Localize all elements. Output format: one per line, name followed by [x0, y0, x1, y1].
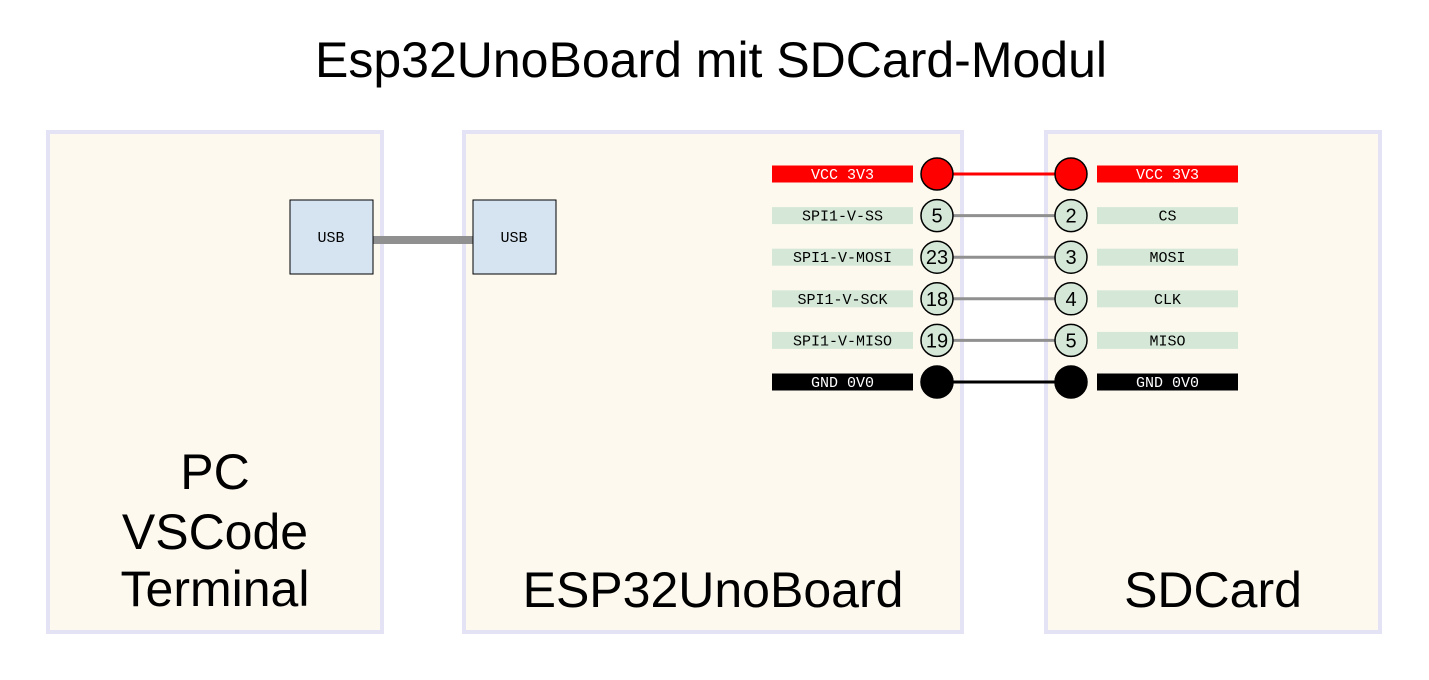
- pc-usb-label: USB: [317, 230, 344, 247]
- sdcard-pin-number-2: 3: [1065, 247, 1076, 269]
- esp32-pin-label-box-0: [772, 165, 913, 183]
- esp32-usb-label: USB: [500, 230, 527, 247]
- connection-row-3: SPI1-V-SCK CLK 18 4: [772, 282, 1238, 316]
- esp32-pin-number-1: 5: [931, 206, 942, 228]
- esp32-pin-label-4: SPI1-V-MISO: [793, 333, 892, 350]
- sdcard-pin-label-box-2: [1097, 248, 1238, 266]
- sdcard-pin-label-2: MOSI: [1149, 250, 1185, 267]
- esp32-pin-label-box-5: [772, 373, 913, 391]
- sdcard-pin-label-0: VCC 3V3: [1136, 167, 1199, 184]
- esp32-pin-label-box-2: [772, 248, 913, 266]
- sdcard-pin-label-box-4: [1097, 331, 1238, 349]
- connection-row-4: SPI1-V-MISO MISO 19 5: [772, 323, 1238, 358]
- sdcard-pin-3: [1054, 282, 1088, 316]
- sdcard-pin-5: [1054, 365, 1088, 399]
- sdcard-pin-label-box-0: [1097, 165, 1238, 183]
- sdcard-pin-label-box-3: [1097, 290, 1238, 308]
- esp32-pin-3: [920, 282, 954, 316]
- esp32-pin-label-box-3: [772, 290, 913, 308]
- pc-label-line-3: Terminal: [121, 561, 310, 617]
- sdcard-pin-number-4: 5: [1065, 330, 1076, 352]
- esp32-pin-label-3: SPI1-V-SCK: [797, 292, 887, 309]
- esp32-pin-number-3: 18: [926, 289, 948, 311]
- esp32-pin-label-1: SPI1-V-SS: [802, 209, 883, 226]
- sdcard-pin-label-4: MISO: [1149, 333, 1185, 350]
- pc-label-line-1: PC: [180, 444, 249, 500]
- esp32-pin-2: [920, 240, 954, 274]
- sdcard-pin-1: [1054, 198, 1088, 233]
- sdcard-pin-number-1: 2: [1065, 206, 1076, 228]
- connection-row-0: VCC 3V3 VCC 3V3: [772, 157, 1238, 191]
- sdcard-pin-label-5: GND 0V0: [1136, 375, 1199, 392]
- esp32-pin-label-5: GND 0V0: [811, 375, 874, 392]
- sdcard-label: SDCard: [1124, 562, 1302, 618]
- sdcard-pin-4: [1054, 323, 1088, 358]
- pc-usb-port: USB: [289, 199, 374, 275]
- sdcard-pin-label-1: CS: [1158, 209, 1176, 226]
- sdcard-pin-label-box-5: [1097, 373, 1238, 391]
- connection-row-5: GND 0V0 GND 0V0: [772, 365, 1238, 399]
- sdcard-pin-label-3: CLK: [1154, 292, 1181, 309]
- sdcard-pin-0: [1054, 157, 1088, 191]
- esp32-pin-number-4: 19: [926, 330, 948, 352]
- esp32-usb-port: USB: [472, 199, 557, 275]
- esp32-pin-number-2: 23: [926, 247, 948, 269]
- sdcard-pin-number-3: 4: [1065, 289, 1076, 311]
- esp32-pin-1: [920, 198, 954, 233]
- esp32-pin-label-box-1: [772, 207, 913, 225]
- connection-row-1: SPI1-V-SS CS 5 2: [772, 198, 1238, 233]
- esp32-pin-label-2: SPI1-V-MOSI: [793, 250, 892, 267]
- connection-row-2: SPI1-V-MOSI MOSI 23 3: [772, 240, 1238, 274]
- diagram-title: Esp32UnoBoard mit SDCard-Modul: [315, 32, 1107, 88]
- esp32-pin-0: [920, 157, 954, 191]
- esp32-pin-label-box-4: [772, 331, 913, 349]
- esp32-pin-5: [920, 365, 954, 399]
- sdcard-pin-2: [1054, 240, 1088, 274]
- pc-label-line-2: VSCode: [122, 504, 308, 560]
- esp32-label: ESP32UnoBoard: [523, 562, 904, 618]
- sdcard-pin-label-box-1: [1097, 207, 1238, 225]
- esp32-pin-label-0: VCC 3V3: [811, 167, 874, 184]
- esp32-pin-4: [920, 323, 954, 358]
